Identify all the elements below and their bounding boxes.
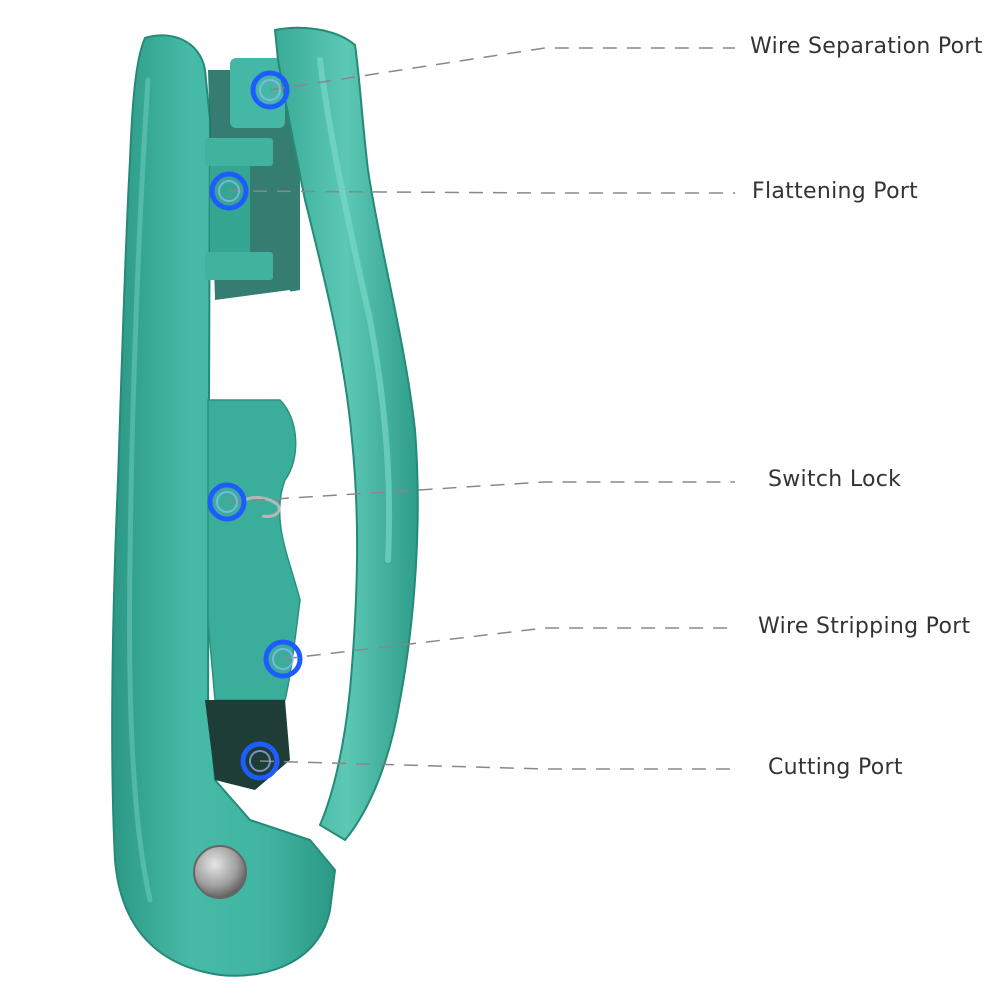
switch-lock-label: Switch Lock — [768, 467, 902, 492]
handle-highlight — [317, 57, 393, 563]
wire-stripping-port-marker-inner — [272, 648, 294, 670]
wire-separation-port-marker — [250, 70, 290, 110]
switch-lock-leader-line — [226, 481, 735, 503]
lower-jaw — [207, 399, 301, 701]
spring — [244, 496, 281, 518]
flattening-block-bottom — [205, 252, 273, 280]
right-handle — [273, 26, 419, 842]
cutting-port-label: Cutting Port — [768, 755, 903, 780]
flattening-port-label: Flattening Port — [752, 179, 919, 204]
wire-separation-port-label: Wire Separation Port — [750, 34, 983, 59]
flattening-block-top — [205, 138, 273, 166]
left-handle-highlight — [127, 77, 153, 903]
wire-stripping-port-marker — [263, 639, 303, 679]
wire-stripping-port-label: Wire Stripping Port — [758, 614, 971, 639]
cutting-port-marker-inner — [249, 750, 271, 772]
wire-stripping-port-leader-line — [282, 627, 735, 660]
cutting-area — [205, 700, 290, 790]
flattening-port-marker — [209, 171, 249, 211]
cutting-port-leader-line — [259, 760, 735, 770]
wire-separation-port-marker-inner — [259, 79, 281, 101]
switch-lock-marker-inner — [216, 491, 238, 513]
top-block — [230, 58, 285, 128]
switch-lock-marker — [207, 482, 247, 522]
left-handle — [111, 34, 337, 977]
center-gap — [210, 290, 295, 400]
flattening-port-leader-line — [228, 190, 735, 194]
flattening-port-marker-inner — [218, 180, 240, 202]
pivot-rivet — [193, 845, 247, 899]
cutting-port-marker — [240, 741, 280, 781]
